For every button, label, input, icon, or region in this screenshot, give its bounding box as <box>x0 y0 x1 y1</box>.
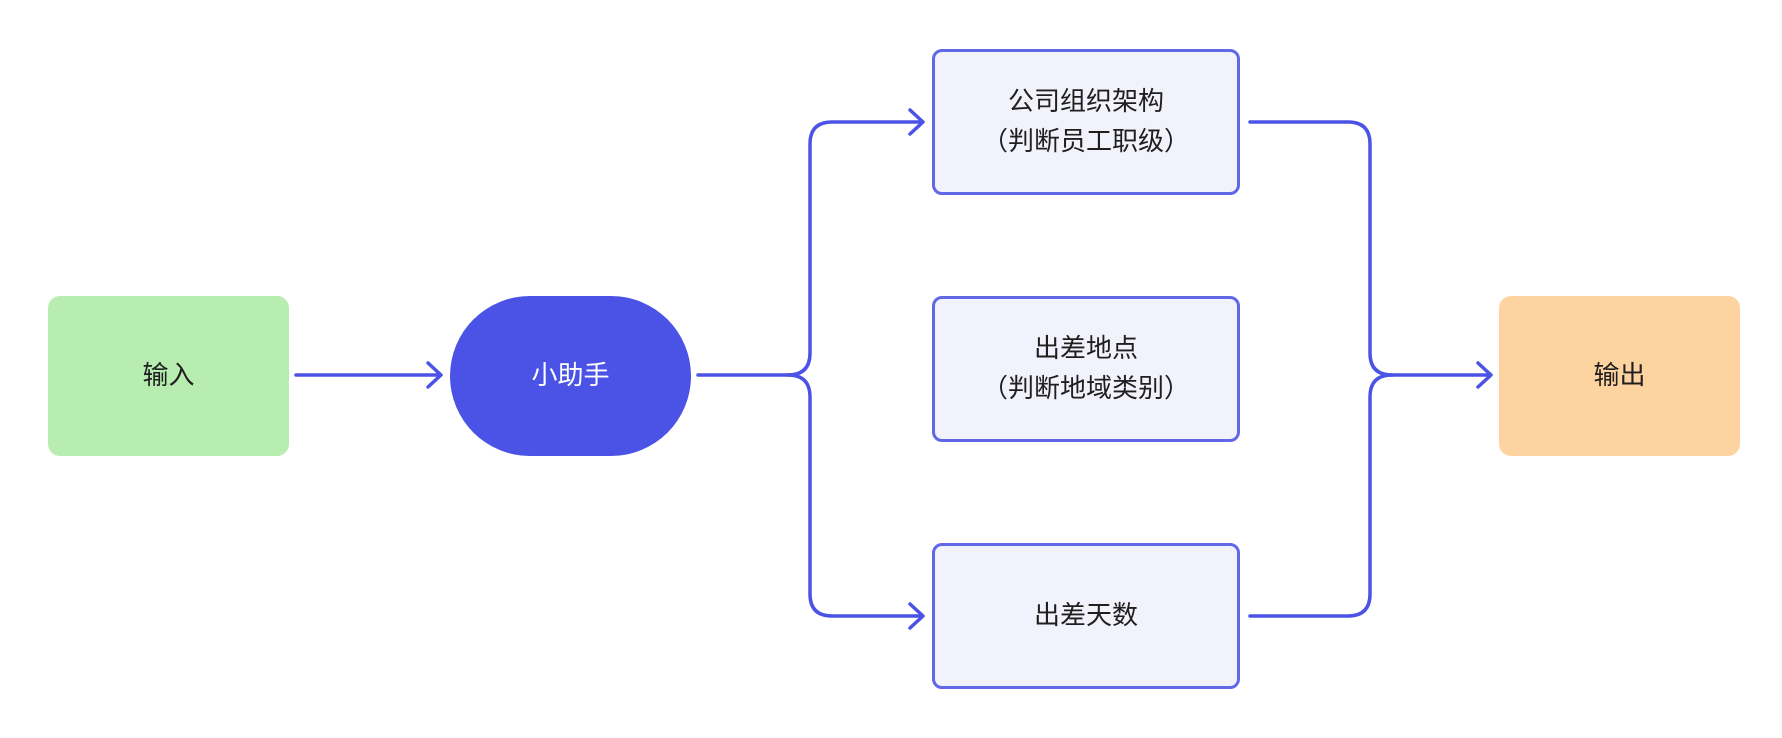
trip-location-node: 出差地点 （判断地域类别） <box>932 296 1240 442</box>
input-node: 输入 <box>48 296 289 456</box>
edge-days-merge <box>1248 373 1394 618</box>
arrowhead-org <box>908 108 925 136</box>
output-node: 输出 <box>1499 296 1740 456</box>
output-label: 输出 <box>1593 361 1646 391</box>
trip-location-subtitle: （判断地域类别） <box>981 374 1190 404</box>
org-structure-title: 公司组织架构 <box>1007 87 1164 117</box>
trip-days-label: 出差天数 <box>1033 601 1138 631</box>
trip-location-title: 出差地点 <box>1033 334 1138 364</box>
arrowhead-days <box>908 602 925 630</box>
input-label: 输入 <box>142 361 195 391</box>
edge-org-merge <box>1248 120 1394 377</box>
edge-branch-org <box>786 120 924 377</box>
arrowhead-helper <box>426 361 443 389</box>
org-structure-node: 公司组织架构 （判断员工职级） <box>932 49 1240 195</box>
edge-branch-days <box>786 373 924 618</box>
helper-label: 小助手 <box>531 361 610 391</box>
org-structure-subtitle: （判断员工职级） <box>981 127 1190 157</box>
trip-days-node: 出差天数 <box>932 543 1240 689</box>
arrowhead-output <box>1476 361 1493 389</box>
helper-node: 小助手 <box>450 296 691 456</box>
